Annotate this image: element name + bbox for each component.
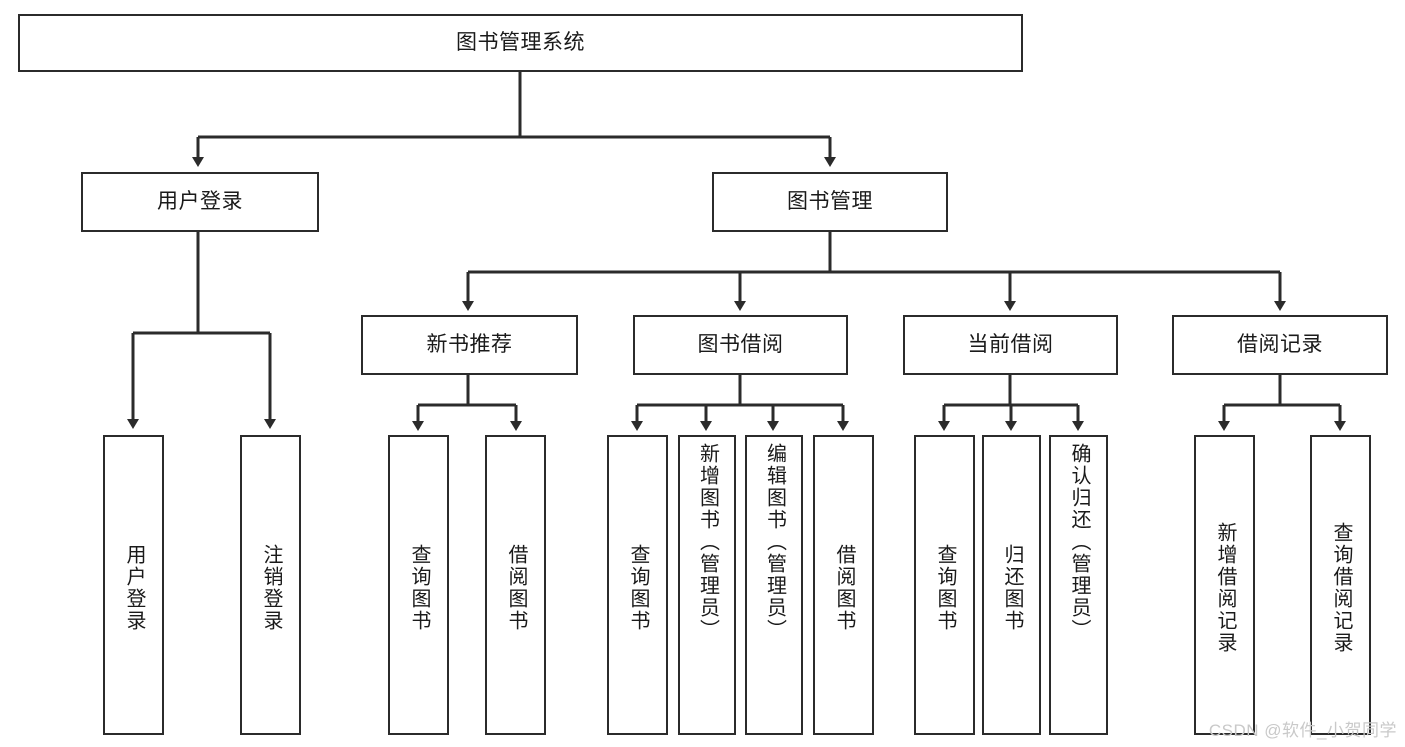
node-label: 注销登录 xyxy=(260,544,282,632)
watermark-text: CSDN @软件_小贺同学 xyxy=(1208,721,1397,740)
node-book-management[interactable]: 图书管理 xyxy=(712,172,948,232)
leaf-query-book-borrow[interactable]: 查询图书 xyxy=(607,435,668,735)
node-current-borrow[interactable]: 当前借阅 xyxy=(903,315,1118,375)
node-label: 用户登录 xyxy=(157,189,243,213)
node-borrow-record[interactable]: 借阅记录 xyxy=(1172,315,1388,375)
leaf-query-book-recommend[interactable]: 查询图书 xyxy=(388,435,449,735)
node-label: 图书管理 xyxy=(787,189,873,213)
node-label: 新增图书（管理员） xyxy=(696,443,719,641)
node-label: 查询图书 xyxy=(934,544,956,632)
node-new-book-recommend[interactable]: 新书推荐 xyxy=(361,315,578,375)
leaf-return-book[interactable]: 归还图书 xyxy=(982,435,1041,735)
node-label: 新书推荐 xyxy=(426,332,513,356)
node-label: 当前借阅 xyxy=(967,332,1054,356)
node-label: 确认归还（管理员） xyxy=(1068,443,1090,641)
node-label: 借阅图书 xyxy=(505,544,527,632)
leaf-add-borrow-record[interactable]: 新增借阅记录 xyxy=(1194,435,1255,735)
node-label: 用户登录 xyxy=(123,544,145,632)
leaf-logout-login[interactable]: 注销登录 xyxy=(240,435,301,735)
node-label: 归还图书 xyxy=(1001,544,1023,632)
leaf-query-borrow-record[interactable]: 查询借阅记录 xyxy=(1310,435,1371,735)
node-book-borrow[interactable]: 图书借阅 xyxy=(633,315,848,375)
leaf-borrow-book[interactable]: 借阅图书 xyxy=(813,435,874,735)
node-label: 编辑图书（管理员） xyxy=(763,443,786,641)
leaf-query-book-current[interactable]: 查询图书 xyxy=(914,435,975,735)
node-label: 查询图书 xyxy=(627,544,649,632)
leaf-borrow-book-recommend[interactable]: 借阅图书 xyxy=(485,435,546,735)
leaf-add-book-admin[interactable]: 新增图书（管理员） xyxy=(678,435,736,735)
node-label: 借阅记录 xyxy=(1237,332,1323,356)
leaf-user-login[interactable]: 用户登录 xyxy=(103,435,164,735)
node-label: 新增借阅记录 xyxy=(1214,522,1236,654)
node-label: 查询借阅记录 xyxy=(1330,522,1352,654)
node-label: 查询图书 xyxy=(408,544,430,632)
node-label: 图书管理系统 xyxy=(456,30,585,54)
node-user-login[interactable]: 用户登录 xyxy=(81,172,319,232)
node-label: 借阅图书 xyxy=(833,544,855,632)
leaf-confirm-return-admin[interactable]: 确认归还（管理员） xyxy=(1049,435,1108,735)
node-root-book-management-system[interactable]: 图书管理系统 xyxy=(18,14,1023,72)
leaf-edit-book-admin[interactable]: 编辑图书（管理员） xyxy=(745,435,803,735)
node-label: 图书借阅 xyxy=(697,332,784,356)
